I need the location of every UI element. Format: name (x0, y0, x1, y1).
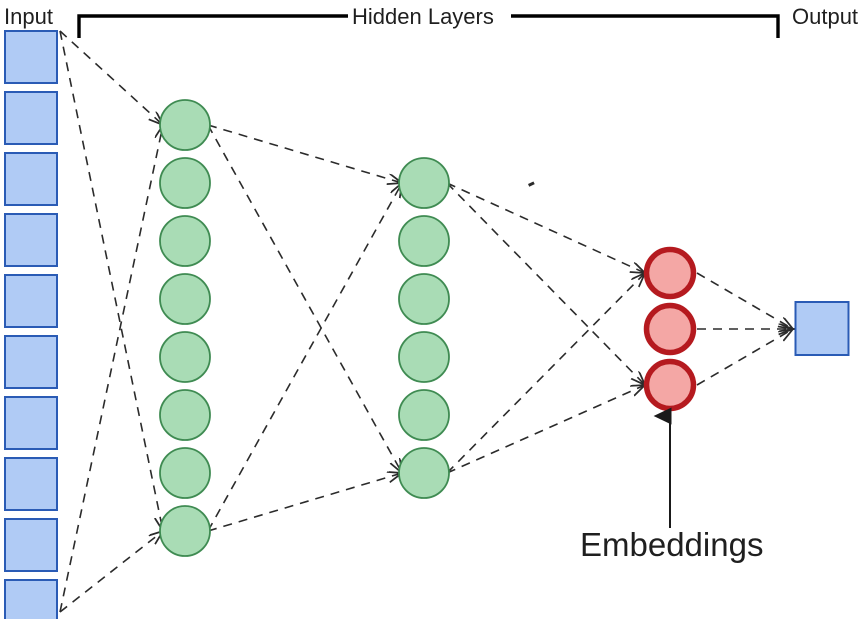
brackets-group (77, 14, 780, 38)
hidden-layer-1-node-4[interactable] (159, 273, 211, 325)
connection-line (446, 273, 645, 474)
input-layer-node-10[interactable] (4, 579, 58, 619)
input-layer-node-9[interactable] (4, 518, 58, 572)
hidden-layer-2-node-5[interactable] (398, 389, 450, 441)
connection-line (59, 531, 163, 613)
embedding-layer-node-2[interactable] (643, 302, 697, 356)
hidden-layer-1-node-1[interactable] (159, 99, 211, 151)
connection-line (446, 385, 645, 474)
hidden-layers-bracket-right (511, 14, 780, 38)
annotation-group (528, 181, 672, 528)
hidden-layer-2-node-3[interactable] (398, 273, 450, 325)
connection-line (446, 182, 645, 273)
input-layer-node-1[interactable] (4, 30, 58, 84)
hidden-layer-1-node-5[interactable] (159, 331, 211, 383)
hidden-layer-2-node-6[interactable] (398, 447, 450, 499)
input-layer-node-6[interactable] (4, 335, 58, 389)
hidden-layer-1-node-6[interactable] (159, 389, 211, 441)
input-label: Input (4, 4, 53, 29)
hidden-layers-label: Hidden Layers (352, 4, 494, 29)
output-layer-node-1[interactable] (794, 301, 850, 356)
input-layer-node-3[interactable] (4, 152, 58, 206)
input-layer-node-4[interactable] (4, 213, 58, 267)
connection-line (207, 124, 402, 183)
nodes-group (4, 30, 850, 619)
input-layer-node-2[interactable] (4, 91, 58, 145)
hidden-layer-1-node-2[interactable] (159, 157, 211, 209)
stray-dash (528, 181, 535, 187)
hidden-layer-1-node-8[interactable] (159, 505, 211, 557)
connection-line (59, 125, 163, 613)
hidden-layer-1-node-3[interactable] (159, 215, 211, 267)
hidden-layers-bracket-left (77, 14, 348, 38)
output-label: Output (792, 4, 859, 29)
connection-line (207, 473, 402, 532)
connection-line (207, 183, 402, 532)
input-layer-node-5[interactable] (4, 274, 58, 328)
connection-line (207, 124, 402, 473)
embedding-layer-node-3[interactable] (643, 358, 697, 412)
connection-line (446, 182, 645, 385)
embeddings-label: Embeddings (580, 526, 764, 563)
input-layer-node-7[interactable] (4, 396, 58, 450)
connections-group (59, 30, 793, 613)
connection-line (696, 272, 793, 329)
hidden-layer-2-node-1[interactable] (398, 157, 450, 209)
connection-line (696, 329, 793, 386)
connection-line (59, 30, 163, 531)
connection-line (59, 30, 163, 125)
input-layer-node-8[interactable] (4, 457, 58, 511)
embedding-layer-node-1[interactable] (643, 246, 697, 300)
hidden-layer-2-node-2[interactable] (398, 215, 450, 267)
hidden-layer-1-node-7[interactable] (159, 447, 211, 499)
hidden-layer-2-node-4[interactable] (398, 331, 450, 383)
